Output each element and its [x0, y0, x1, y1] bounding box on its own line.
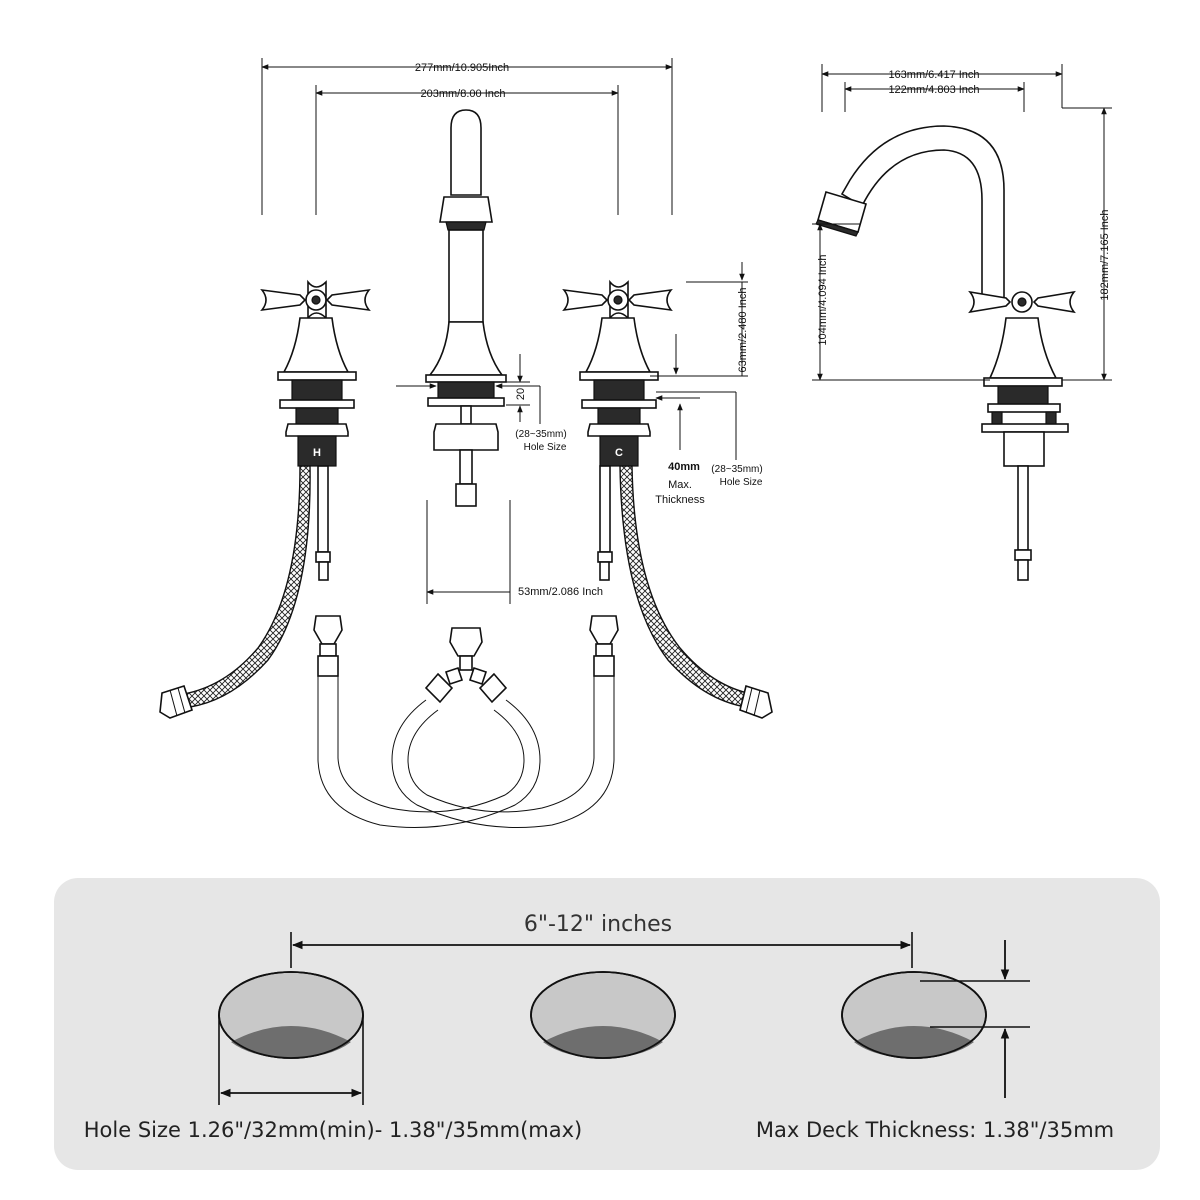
total-height-label: 182mm/7.165 Inch	[1099, 209, 1111, 300]
center-hole-size-label: Hole Size	[524, 442, 567, 453]
right-hole-size-value: (28~35mm)	[711, 464, 762, 475]
hole-size-label: Hole Size 1.26"/32mm(min)- 1.38"/35mm(ma…	[84, 1118, 582, 1142]
deck-thickness-label: Max Deck Thickness: 1.38"/35mm	[756, 1118, 1114, 1142]
max-thickness-label-1: Max.	[668, 479, 692, 491]
center-spread-label: 203mm/8.00 Inch	[421, 88, 506, 100]
deck-hole-center	[530, 971, 676, 1059]
max-thickness-label-2: Thickness	[655, 494, 705, 506]
overall-width-label: 277mm/10.905Inch	[415, 62, 509, 74]
cold-label: C	[615, 447, 623, 459]
center-spout	[425, 109, 507, 507]
spread-label: 6"-12" inches	[524, 912, 672, 937]
installation-panel: 6"-12" inches Hole Size 1.26"/32mm(min)-…	[54, 878, 1160, 1170]
reach-total-label: 163mm/6.417 Inch	[888, 69, 979, 81]
side-view: 163mm/6.417 Inch 122mm/4.803 Inch 182mm/…	[812, 64, 1112, 581]
right-hole-size-label: Hole Size	[720, 477, 763, 488]
shank-offset-label: 53mm/2.086 Inch	[518, 586, 603, 598]
center-hole-size-value: (28~35mm)	[515, 429, 566, 440]
connector-hoses	[313, 615, 619, 828]
riser-label: 20	[515, 388, 527, 400]
hot-valve-left: H	[159, 279, 371, 719]
spout-height-label: 104mm/4.094 Inch	[817, 254, 829, 345]
front-view-annotations: 20 (28~35mm) Hole Size (28~35mm) Hole Si…	[396, 262, 763, 604]
hot-label: H	[313, 447, 321, 459]
max-thickness-value: 40mm	[668, 461, 700, 473]
reach-spout-label: 122mm/4.803 Inch	[888, 84, 979, 96]
deck-hole-left	[218, 971, 364, 1059]
cold-valve-right: C	[562, 279, 773, 719]
deck-hole-right	[841, 971, 987, 1059]
front-view-dimensions: 277mm/10.905Inch 203mm/8.00 Inch	[261, 58, 673, 215]
handle-height-label: 63mm/2.480 Inch	[737, 288, 749, 373]
